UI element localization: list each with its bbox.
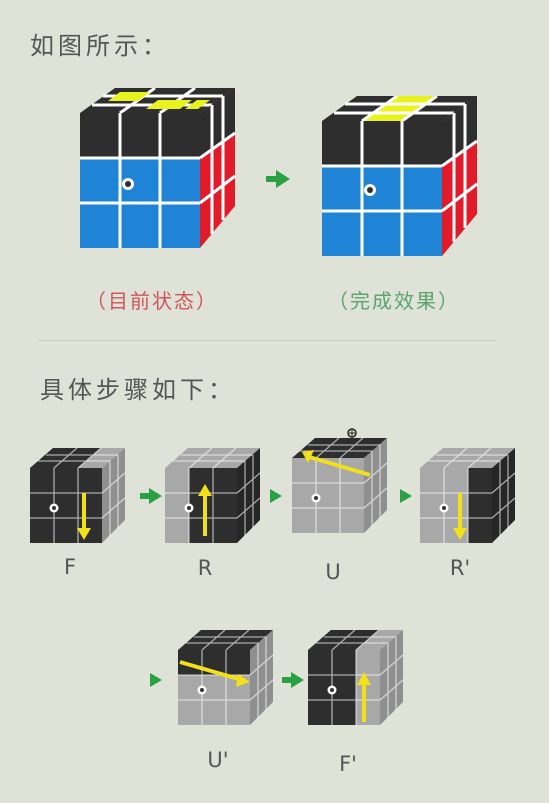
step-cube-6 [308, 630, 408, 730]
step-move-label: U [325, 560, 341, 584]
step-move-label: R [197, 556, 213, 580]
step-pointer-icon [140, 488, 162, 508]
step-pointer-icon [150, 672, 162, 691]
intro-heading: 如图所示： [30, 32, 170, 60]
current-state-cube [80, 88, 240, 258]
step-move-label: R' [449, 556, 471, 580]
target-state-label: （完成效果） [328, 289, 460, 313]
step-cube-2 [165, 448, 265, 548]
section-divider [38, 340, 496, 341]
step-move-label: U' [207, 748, 229, 772]
transform-arrow-icon [266, 170, 290, 192]
step-pointer-icon [400, 488, 412, 507]
step-cube-4 [420, 448, 520, 548]
steps-heading: 具体步骤如下： [40, 376, 236, 404]
step-cube-1 [30, 448, 130, 548]
current-state-label: （目前状态） [86, 289, 218, 313]
cursor-icon [347, 423, 357, 438]
target-state-cube [322, 96, 482, 266]
step-pointer-icon [282, 672, 304, 692]
step-cube-3 [292, 438, 392, 538]
step-cube-5 [178, 630, 278, 730]
step-pointer-icon [270, 488, 282, 507]
step-move-label: F [63, 555, 77, 579]
step-move-label: F' [339, 752, 357, 776]
